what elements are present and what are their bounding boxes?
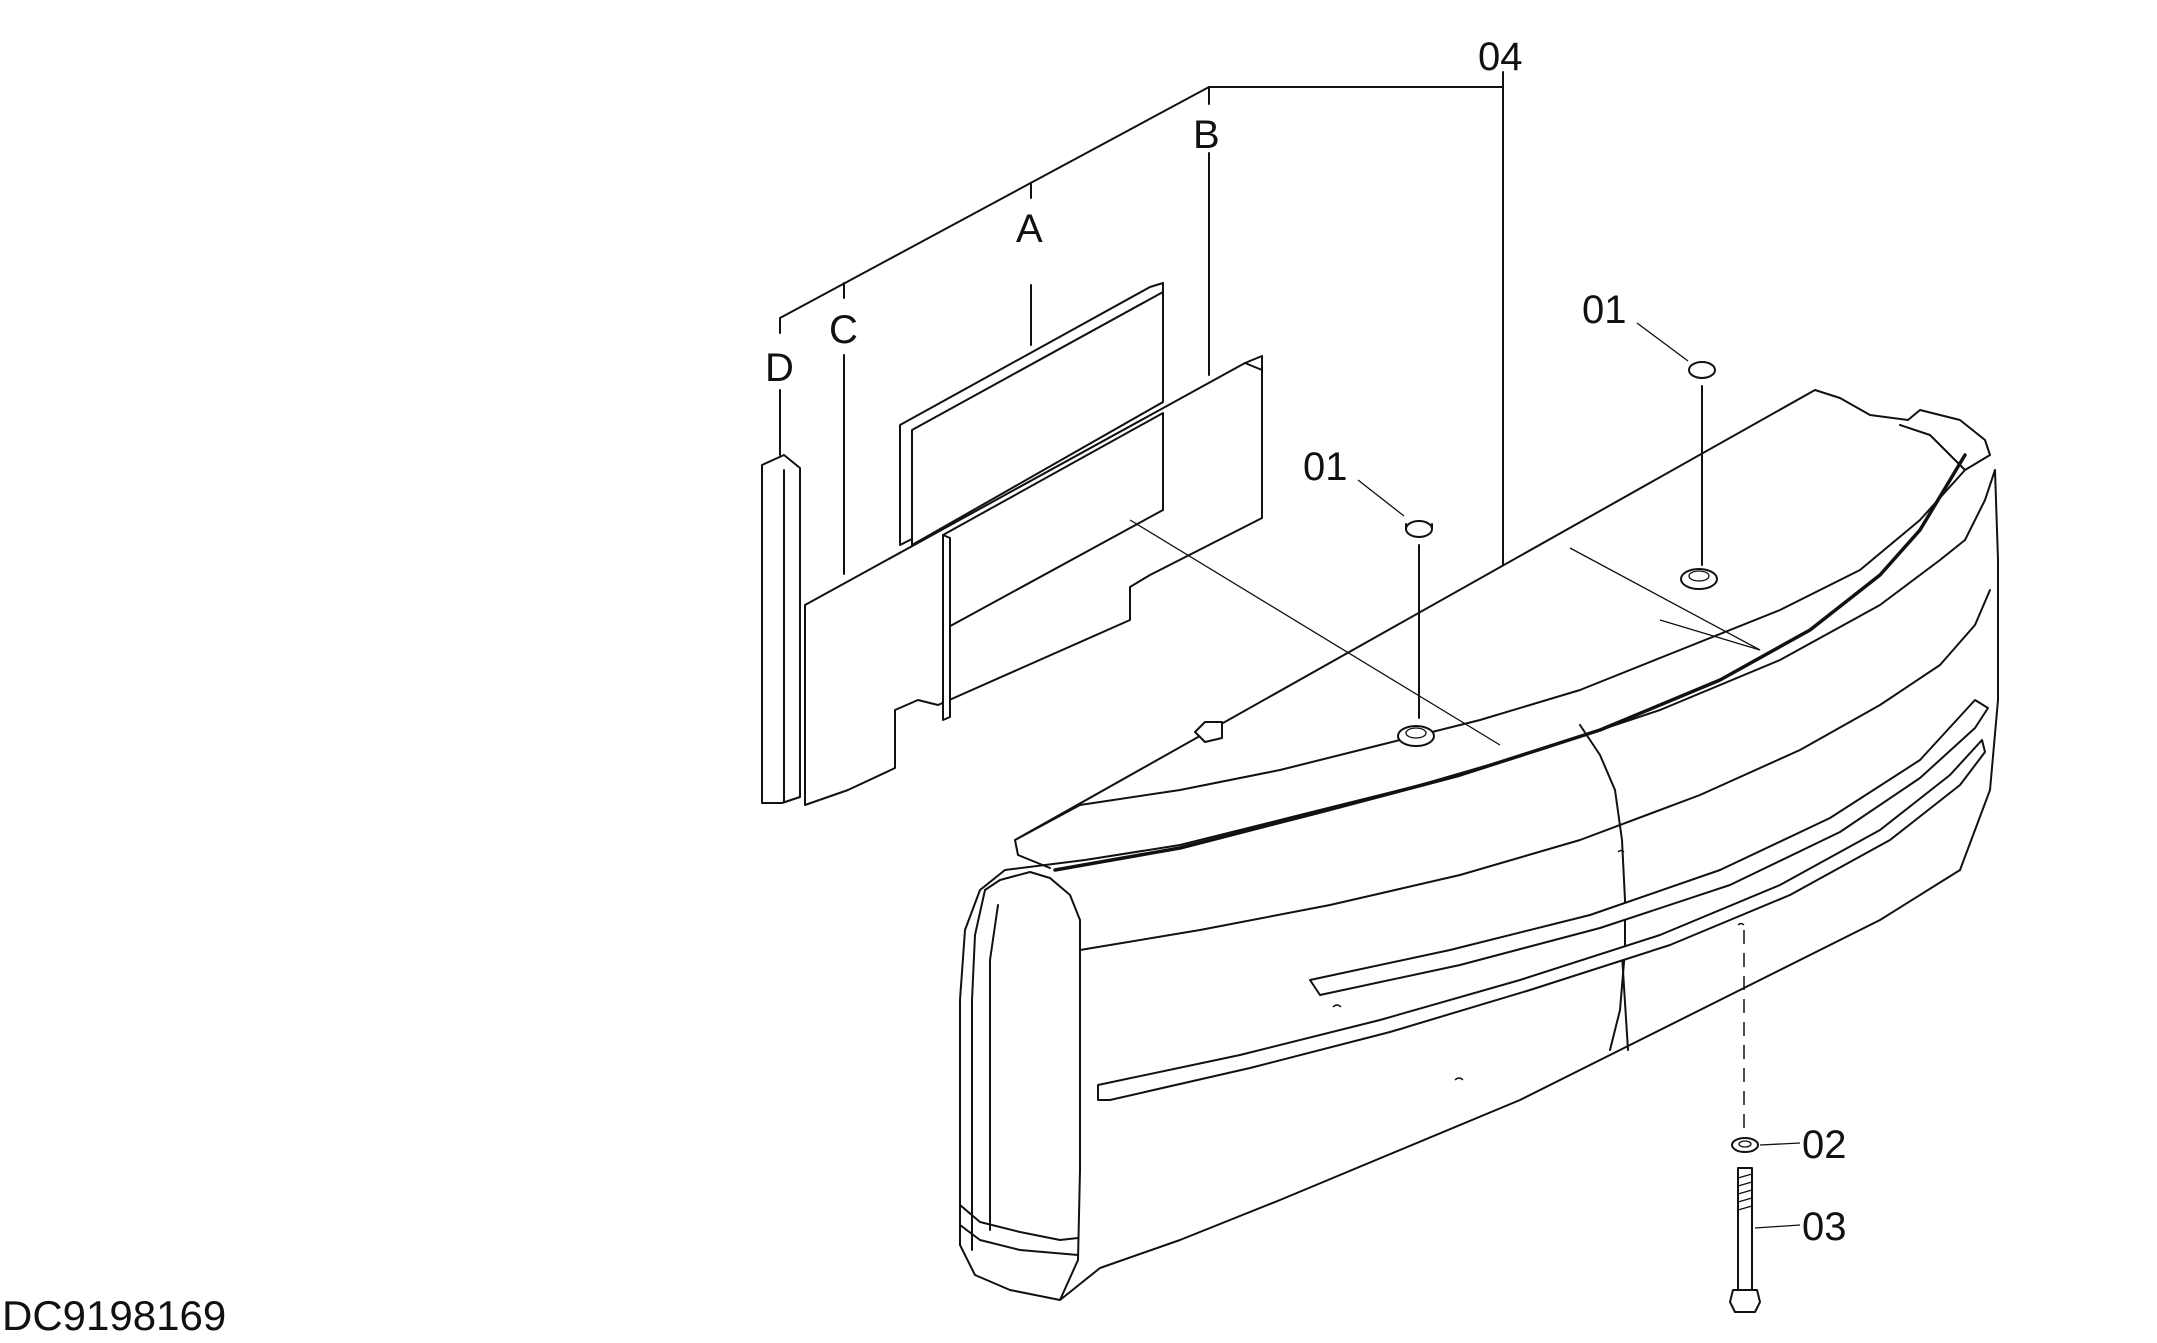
- plug-01-right: [1680, 361, 1718, 590]
- label-c: C: [829, 308, 858, 352]
- label-02: 02: [1802, 1123, 1847, 1167]
- label-04: 04: [1478, 35, 1523, 79]
- label-a: A: [1016, 207, 1043, 251]
- callout-leaders: [1357, 322, 1801, 1229]
- label-b: B: [1193, 113, 1220, 157]
- plate-a: [899, 282, 1164, 721]
- label-03: 03: [1802, 1205, 1847, 1249]
- label-01-right: 01: [1582, 288, 1627, 332]
- plug-01-left: [1397, 520, 1435, 747]
- plate-d: [761, 454, 801, 804]
- bolt-03: [1729, 1167, 1761, 1313]
- washer-02: [1731, 1137, 1759, 1153]
- drawing-id: DC9198169: [2, 1292, 226, 1339]
- label-01-left: 01: [1303, 445, 1348, 489]
- hole-center-lines: [1129, 519, 1761, 746]
- counterweight-body: [959, 389, 1999, 1301]
- leader-lines: [779, 71, 1504, 575]
- label-d: D: [765, 346, 794, 390]
